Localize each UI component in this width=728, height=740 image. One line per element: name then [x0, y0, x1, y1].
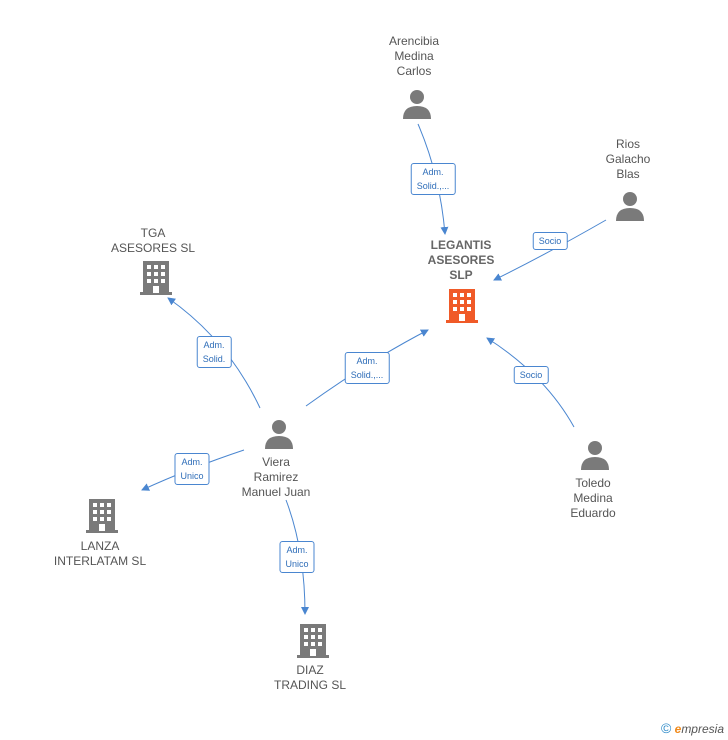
- empresia-logo: © empresia: [661, 720, 724, 736]
- edge-label-viera-tga: Adm. Solid.: [196, 336, 232, 368]
- edge-label-viera-lanza: Adm. Unico: [174, 453, 210, 485]
- brand-rest: mpresia: [681, 722, 724, 736]
- person-icon-arencibia[interactable]: [402, 89, 432, 119]
- brand-initial: e: [674, 722, 682, 736]
- edge-rios-legantis: [493, 219, 607, 281]
- edge-label-viera-legantis: Adm. Solid.,...: [344, 352, 390, 384]
- person-icon-toledo[interactable]: [580, 440, 610, 470]
- building-icon-diaz[interactable]: [297, 624, 329, 658]
- building-icon-lanza[interactable]: [86, 499, 118, 533]
- building-icon-legantis[interactable]: [446, 289, 478, 323]
- person-icon-rios[interactable]: [615, 191, 645, 221]
- building-icon-tga[interactable]: [140, 261, 172, 295]
- edge-label-viera-diaz: Adm. Unico: [279, 541, 315, 573]
- copyright-symbol: ©: [660, 720, 672, 736]
- edge-label-toledo-legantis: Socio: [513, 366, 549, 384]
- edge-label-arencibia-legantis: Adm. Solid.,...: [410, 163, 456, 195]
- node-label-legantis[interactable]: LEGANTIS ASESORES SLP: [427, 238, 495, 282]
- node-label-tga[interactable]: TGA ASESORES SL: [110, 226, 196, 255]
- node-label-diaz[interactable]: DIAZ TRADING SL: [273, 663, 347, 692]
- node-label-viera[interactable]: Viera Ramirez Manuel Juan: [241, 455, 311, 499]
- edge-label-rios-legantis: Socio: [532, 232, 568, 250]
- brand-name: empresia: [675, 722, 724, 736]
- node-label-arencibia[interactable]: Arencibia Medina Carlos: [388, 34, 440, 78]
- node-label-rios[interactable]: Rios Galacho Blas: [605, 137, 651, 181]
- node-label-toledo[interactable]: Toledo Medina Eduardo: [570, 476, 616, 520]
- node-label-lanza[interactable]: LANZA INTERLATAM SL: [53, 539, 147, 568]
- person-icon-viera[interactable]: [264, 419, 294, 449]
